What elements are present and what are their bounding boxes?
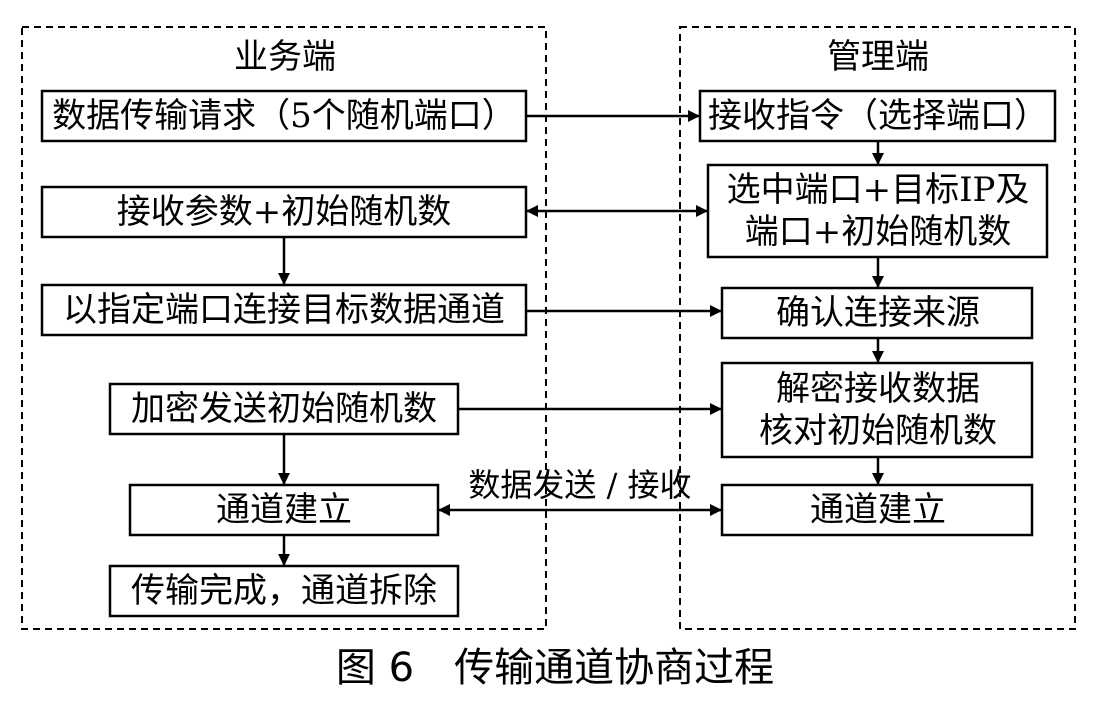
label-line: 选中端口+目标IP及: [727, 170, 1030, 210]
management-panel-title: 管理端: [827, 37, 929, 77]
business-panel-title: 业务端: [234, 37, 336, 77]
label-line: 端口+初始随机数: [745, 212, 1012, 252]
right-step-2-label: 选中端口+目标IP及端口+初始随机数: [727, 170, 1030, 252]
left-step-6-label: 传输完成，通道拆除: [131, 571, 437, 611]
right-step-2-box: [706, 163, 1049, 259]
right-step-3-label: 确认连接来源: [776, 293, 980, 333]
right-step-4-box: [720, 361, 1034, 459]
figure-caption: 图 6 传输通道协商过程: [336, 645, 774, 691]
left-step-2-label: 接收参数+初始随机数: [117, 192, 452, 232]
label-line: 解密接收数据: [776, 369, 980, 409]
left-step-1-label: 数据传输请求（5个随机端口）: [52, 96, 516, 136]
left-step-6-box: [108, 564, 460, 618]
left-step-4-label: 加密发送初始随机数: [131, 389, 437, 429]
right-step-5-box: [720, 483, 1034, 537]
left-step-5-label: 通道建立: [216, 490, 352, 530]
right-step-4-label: 解密接收数据核对初始随机数: [759, 369, 997, 451]
right-step-1-label: 接收指令（选择端口）: [708, 96, 1048, 136]
right-step-5-label: 通道建立: [810, 490, 946, 530]
label-line: 核对初始随机数: [759, 411, 997, 451]
right-step-1-box: [698, 89, 1057, 143]
left-step-3-label: 以指定端口连接目标数据通道: [63, 290, 505, 330]
data-send-receive-label: 数据发送 / 接收: [468, 466, 691, 504]
management-panel: [679, 26, 1076, 630]
business-panel: [21, 26, 547, 630]
